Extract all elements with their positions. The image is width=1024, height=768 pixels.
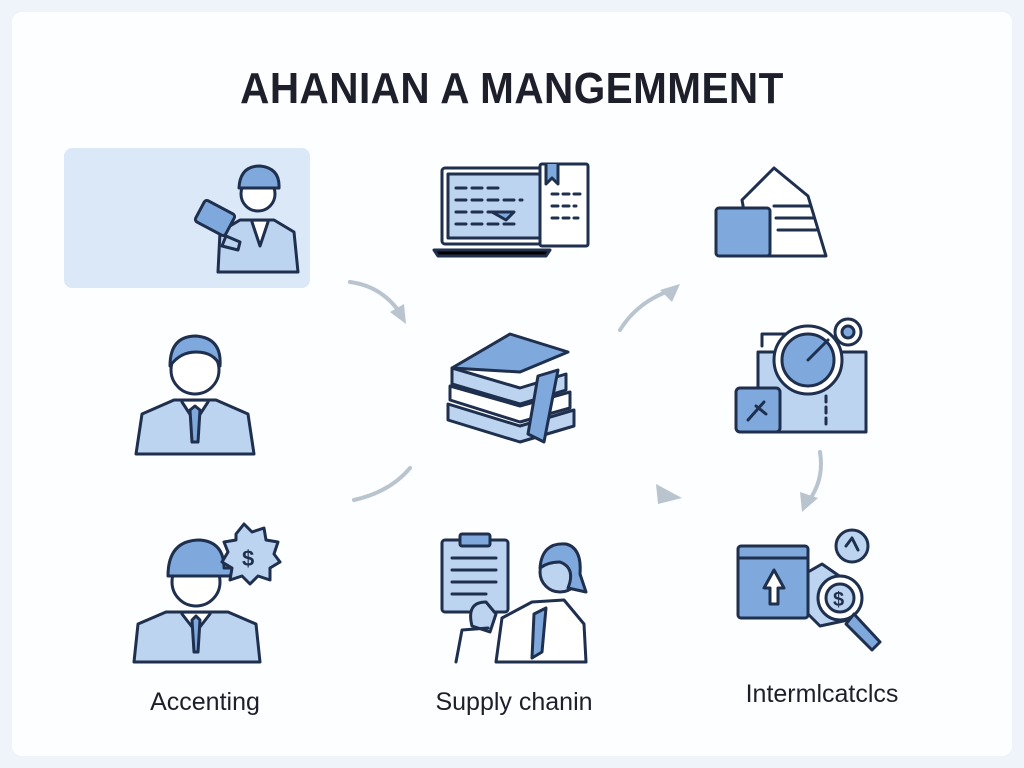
flow-arrow-middle-left bbox=[352, 466, 412, 502]
worker-tablet-icon bbox=[193, 164, 300, 274]
label-supply-chain: Supply chanin bbox=[435, 688, 593, 716]
envelope-folder-icon bbox=[714, 166, 828, 258]
gauge-control-icon bbox=[734, 317, 868, 434]
flow-arrow-top-right bbox=[618, 284, 680, 332]
worker-money-icon: $ bbox=[132, 522, 282, 664]
label-accounting: Accenting bbox=[150, 688, 260, 716]
clipboard-handshake-icon bbox=[440, 532, 588, 664]
book-stack-icon bbox=[446, 332, 576, 444]
browser-analytics-icon: $ bbox=[736, 528, 882, 652]
flow-arrow-top-left bbox=[348, 280, 406, 324]
label-internal: Intermlcatclcs bbox=[745, 680, 899, 708]
flow-arrow-middle-center bbox=[656, 484, 682, 504]
svg-text:$: $ bbox=[242, 546, 254, 571]
diagram-title: AHANIAN A MANGEMMENT bbox=[240, 64, 784, 113]
svg-text:$: $ bbox=[833, 589, 844, 611]
flow-arrow-right bbox=[800, 450, 823, 512]
document-laptop-icon bbox=[432, 162, 590, 258]
businessman-icon bbox=[134, 334, 256, 456]
